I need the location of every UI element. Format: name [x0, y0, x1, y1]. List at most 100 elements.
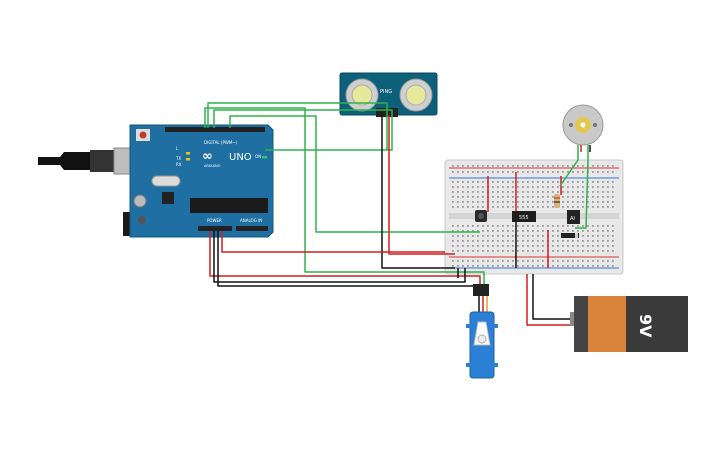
wire-black-battery[interactable] [532, 274, 572, 320]
breadboard-hole [562, 165, 564, 167]
breadboard-hole [457, 235, 459, 237]
sensor-label: PING [380, 89, 392, 95]
breadboard-hole [527, 250, 529, 252]
breadboard-hole [592, 250, 594, 252]
breadboard-hole [492, 265, 494, 267]
breadboard-hole [597, 206, 599, 208]
wire-black-sensor-gnd[interactable] [381, 115, 455, 269]
breadboard-hole [562, 196, 564, 198]
ultrasonic-sensor[interactable]: PING [339, 72, 438, 117]
breadboard-hole [577, 206, 579, 208]
battery-9v[interactable]: 9V [570, 296, 688, 352]
breadboard-hole [562, 191, 564, 193]
breadboard-hole [567, 165, 569, 167]
breadboard-hole [457, 250, 459, 252]
ic-555[interactable] [512, 211, 536, 222]
breadboard-hole [497, 196, 499, 198]
motor-screw-right [593, 123, 597, 127]
breadboard-hole [567, 260, 569, 262]
breadboard-hole [462, 186, 464, 188]
breadboard-hole [452, 235, 454, 237]
breadboard-hole [542, 196, 544, 198]
diode[interactable] [561, 233, 579, 238]
breadboard-hole [472, 196, 474, 198]
breadboard-hole [552, 240, 554, 242]
on-led-icon [262, 156, 267, 159]
wire-green-sensor-trig[interactable] [207, 102, 388, 150]
breadboard-hole [567, 186, 569, 188]
uno-label: UNO [229, 152, 252, 163]
breadboard-hole [457, 225, 459, 227]
breadboard-hole [572, 245, 574, 247]
wire-red-power-rail[interactable] [221, 231, 445, 253]
breadboard-hole [557, 171, 559, 173]
breadboard-hole [507, 235, 509, 237]
wire-green-signal-pot[interactable] [229, 115, 480, 233]
breadboard-hole [527, 245, 529, 247]
digital-header[interactable] [165, 127, 265, 132]
breadboard-hole [587, 265, 589, 267]
breadboard-hole [517, 250, 519, 252]
breadboard-hole [607, 206, 609, 208]
breadboard-hole [612, 250, 614, 252]
wire-green-sensor-echo[interactable] [213, 109, 393, 151]
wire-green-motor-a[interactable] [559, 145, 579, 187]
breadboard-hole [582, 191, 584, 193]
analog-header[interactable] [236, 226, 268, 231]
breadboard-hole [467, 201, 469, 203]
breadboard-hole [482, 181, 484, 183]
wire-green-servo[interactable] [204, 107, 485, 286]
breadboard-hole [462, 235, 464, 237]
breadboard-hole [527, 181, 529, 183]
breadboard-hole [462, 171, 464, 173]
breadboard-hole [472, 230, 474, 232]
wire-red-sensor-vcc[interactable] [388, 115, 455, 255]
breadboard-hole [492, 191, 494, 193]
dc-motor[interactable] [562, 104, 604, 146]
breadboard-hole [597, 201, 599, 203]
breadboard-hole [607, 230, 609, 232]
breadboard-hole [537, 225, 539, 227]
breadboard-hole [532, 250, 534, 252]
breadboard-hole [607, 201, 609, 203]
power-header[interactable] [198, 226, 232, 231]
wire-black-gnd-b[interactable] [217, 231, 476, 287]
breadboard-hole [572, 201, 574, 203]
breadboard-hole [517, 260, 519, 262]
servo-mount-bottom [466, 363, 498, 367]
breadboard-hole [522, 265, 524, 267]
breadboard-hole [457, 181, 459, 183]
breadboard-hole [572, 260, 574, 262]
resistor[interactable] [554, 194, 560, 208]
wire-red-5v[interactable] [209, 231, 481, 286]
motor-shaft [580, 122, 586, 128]
breadboard-hole [582, 250, 584, 252]
wire-black-gnd-a[interactable] [213, 231, 466, 283]
breadboard-hole [507, 201, 509, 203]
breadboard-hole [542, 165, 544, 167]
breadboard-hole [527, 240, 529, 242]
breadboard-hole [507, 240, 509, 242]
breadboard-hole [467, 235, 469, 237]
breadboard-hole [612, 201, 614, 203]
wire-green-motor-b[interactable] [575, 145, 589, 229]
breadboard-hole [587, 230, 589, 232]
breadboard-hole [487, 250, 489, 252]
servo-motor[interactable] [466, 284, 498, 379]
breadboard-hole [577, 191, 579, 193]
breadboard-hole [482, 235, 484, 237]
battery-label-area [588, 296, 630, 352]
arduino-board[interactable]: DIGITAL (PWM~) ∞ UNO ARDUINO L TX RX ON … [38, 124, 274, 238]
wire-red-battery[interactable] [526, 274, 572, 326]
tx-led-icon [186, 152, 190, 155]
analog-label: ANALOG IN [240, 218, 262, 223]
brand-label: ARDUINO [204, 164, 221, 168]
breadboard-hole [477, 265, 479, 267]
breadboard-hole [482, 201, 484, 203]
breadboard-hole [562, 245, 564, 247]
breadboard-hole [472, 201, 474, 203]
transistor[interactable] [567, 210, 580, 224]
breadboard-hole [482, 171, 484, 173]
breadboard-hole [497, 191, 499, 193]
